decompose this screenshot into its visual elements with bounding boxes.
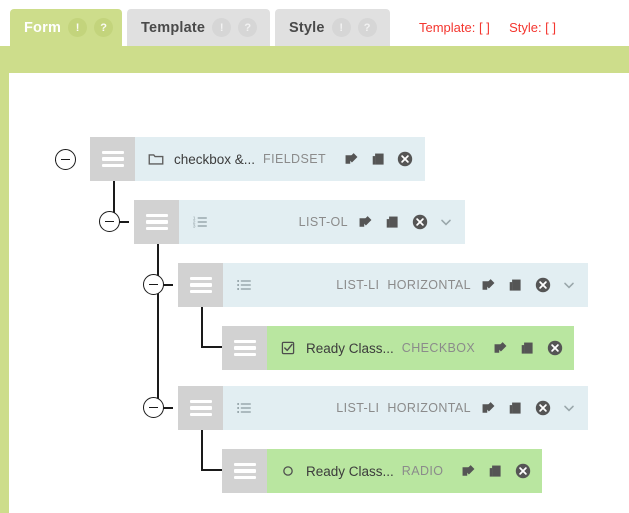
node-title: checkbox &...: [174, 151, 256, 167]
chevron-down-icon[interactable]: [560, 276, 578, 294]
connector-line: [201, 307, 203, 347]
element-tree: checkbox &... FIELDSET: [9, 73, 629, 513]
node-type-label: LIST-OL: [298, 215, 348, 229]
copy-icon[interactable]: [486, 462, 505, 481]
node-actions: [459, 462, 532, 481]
node-actions: [356, 213, 455, 232]
status-style: Style: [ ]: [509, 20, 557, 35]
node-actions: [479, 399, 578, 418]
form-tree-canvas: checkbox &... FIELDSET: [9, 73, 629, 513]
node-type-label: RADIO: [401, 464, 444, 478]
tree-node-list-li-1[interactable]: LIST-LI HORIZONTAL: [178, 263, 588, 307]
node-actions: [342, 150, 415, 169]
ordered-list-icon: 1 2 3: [190, 212, 210, 232]
tab-form-alert-badge[interactable]: !: [68, 18, 88, 37]
tree-node-list-li-2[interactable]: LIST-LI HORIZONTAL: [178, 386, 588, 430]
drag-handle[interactable]: [90, 137, 135, 181]
collapse-toggle-list-li-2[interactable]: [143, 397, 164, 418]
hamburger-icon: [233, 337, 256, 360]
checkbox-icon: [278, 338, 298, 358]
node-row[interactable]: LIST-LI HORIZONTAL: [223, 386, 588, 430]
drag-handle[interactable]: [222, 326, 267, 370]
copy-icon[interactable]: [383, 213, 402, 232]
copy-icon[interactable]: [369, 150, 388, 169]
delete-icon[interactable]: [533, 276, 552, 295]
node-type-label: LIST-LI: [336, 401, 380, 415]
node-type-label: FIELDSET: [263, 152, 326, 166]
drag-handle[interactable]: [178, 386, 223, 430]
hamburger-icon: [145, 211, 168, 234]
tree-node-fieldset[interactable]: checkbox &... FIELDSET: [90, 137, 425, 181]
drag-handle[interactable]: [178, 263, 223, 307]
tab-template[interactable]: Template ! ?: [127, 9, 270, 46]
tree-node-radio[interactable]: Ready Class... RADIO: [222, 449, 543, 493]
chevron-down-icon[interactable]: [560, 399, 578, 417]
collapse-toggle-list-ol[interactable]: [99, 211, 120, 232]
edit-icon[interactable]: [356, 213, 375, 232]
svg-text:2: 2: [193, 219, 196, 225]
node-row[interactable]: checkbox &... FIELDSET: [135, 137, 425, 181]
node-orientation-label: HORIZONTAL: [387, 401, 471, 415]
collapse-toggle-fieldset[interactable]: [55, 149, 76, 170]
node-title: Ready Class...: [306, 340, 394, 356]
form-panel-frame: checkbox &... FIELDSET: [0, 46, 629, 513]
tree-node-list-ol[interactable]: 1 2 3 LIST-OL: [134, 200, 465, 244]
tab-form[interactable]: Form ! ?: [10, 9, 122, 46]
tab-template-help-badge[interactable]: ?: [238, 18, 258, 37]
hamburger-icon: [189, 397, 212, 420]
delete-icon[interactable]: [410, 213, 429, 232]
node-type-label: CHECKBOX: [401, 341, 476, 355]
tab-form-label: Form: [24, 19, 62, 36]
edit-icon[interactable]: [479, 399, 498, 418]
copy-icon[interactable]: [518, 339, 537, 358]
edit-icon[interactable]: [491, 339, 510, 358]
edit-icon[interactable]: [459, 462, 478, 481]
folder-icon: [146, 149, 166, 169]
edit-icon[interactable]: [342, 150, 361, 169]
drag-handle[interactable]: [134, 200, 179, 244]
chevron-down-icon[interactable]: [437, 213, 455, 231]
bullet-list-icon: [234, 275, 254, 295]
copy-icon[interactable]: [506, 399, 525, 418]
tab-style-help-badge[interactable]: ?: [357, 18, 377, 37]
copy-icon[interactable]: [506, 276, 525, 295]
hamburger-icon: [189, 274, 212, 297]
node-actions: [491, 339, 564, 358]
node-row[interactable]: 1 2 3 LIST-OL: [179, 200, 465, 244]
tab-style-label: Style: [289, 19, 325, 36]
hamburger-icon: [233, 460, 256, 483]
delete-icon[interactable]: [533, 399, 552, 418]
node-row[interactable]: LIST-LI HORIZONTAL: [223, 263, 588, 307]
tab-style-alert-badge[interactable]: !: [331, 18, 351, 37]
node-orientation-label: HORIZONTAL: [387, 278, 471, 292]
tree-node-checkbox[interactable]: Ready Class... CHECKBOX: [222, 326, 575, 370]
status-indicators: Template: [ ] Style: [ ]: [419, 20, 556, 35]
tab-template-alert-badge[interactable]: !: [212, 18, 232, 37]
tab-bar: Form ! ? Template ! ? Style ! ? Template…: [0, 0, 629, 46]
tab-template-label: Template: [141, 19, 206, 36]
svg-text:1: 1: [193, 215, 196, 221]
hamburger-icon: [101, 148, 124, 171]
drag-handle[interactable]: [222, 449, 267, 493]
radio-icon: [278, 461, 298, 481]
connector-line: [157, 244, 159, 407]
svg-text:3: 3: [193, 223, 196, 229]
node-actions: [479, 276, 578, 295]
delete-icon[interactable]: [545, 339, 564, 358]
node-title: Ready Class...: [306, 463, 394, 479]
node-row[interactable]: Ready Class... RADIO: [267, 449, 543, 493]
delete-icon[interactable]: [396, 150, 415, 169]
edit-icon[interactable]: [479, 276, 498, 295]
bullet-list-icon: [234, 398, 254, 418]
node-type-label: LIST-LI: [336, 278, 380, 292]
collapse-toggle-list-li-1[interactable]: [143, 274, 164, 295]
connector-line: [201, 430, 203, 470]
delete-icon[interactable]: [513, 462, 532, 481]
tab-form-help-badge[interactable]: ?: [94, 18, 114, 37]
tab-style[interactable]: Style ! ?: [275, 9, 390, 46]
status-template: Template: [ ]: [419, 20, 490, 35]
node-row[interactable]: Ready Class... CHECKBOX: [267, 326, 575, 370]
